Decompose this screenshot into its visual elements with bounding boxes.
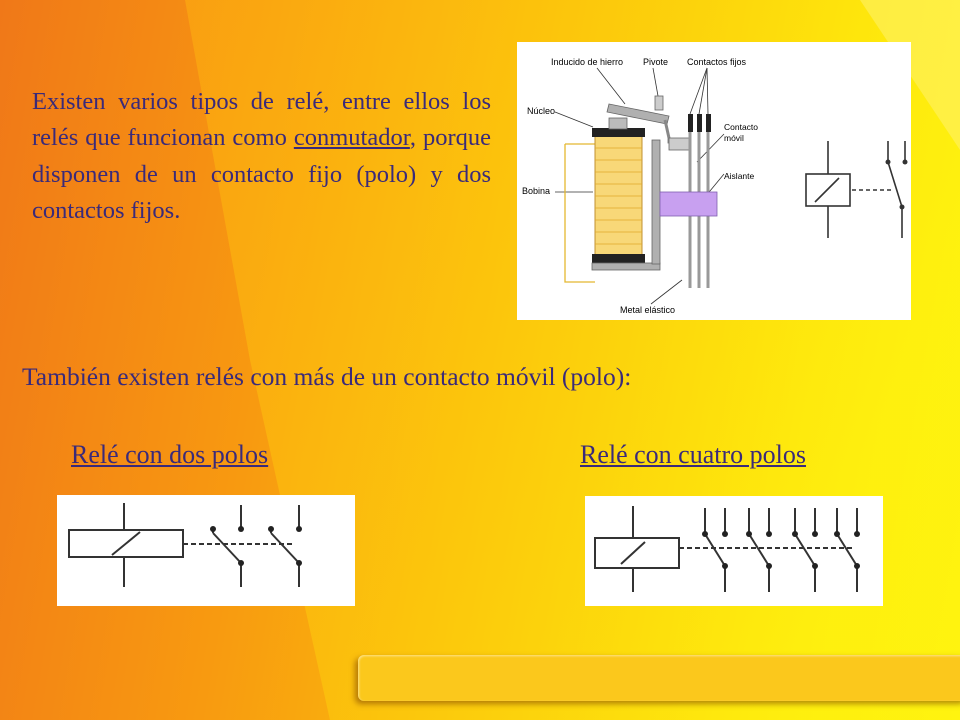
decorative-bottom-bar	[358, 655, 960, 701]
two-pole-relay-symbol	[68, 503, 302, 587]
label-contactos-fijos: Contactos fijos	[687, 57, 747, 67]
subtitle: También existen relés con más de un cont…	[22, 362, 632, 391]
relay-diagram-image: Inducido de hierro Pivote Contactos fijo…	[517, 42, 911, 320]
label-four-poles[interactable]: Relé con cuatro polos	[580, 440, 806, 469]
label-aislante: Aislante	[724, 171, 755, 181]
two-pole-relay-image	[57, 495, 355, 606]
relay-diagram: Inducido de hierro Pivote Contactos fijo…	[522, 57, 908, 315]
label-pivote: Pivote	[643, 57, 668, 67]
label-two-poles[interactable]: Relé con dos polos	[71, 440, 269, 469]
label-movil: móvil	[724, 133, 744, 143]
label-bobina: Bobina	[522, 186, 550, 196]
label-inducido: Inducido de hierro	[551, 57, 623, 67]
conmutador-link[interactable]: conmutador	[293, 124, 410, 152]
four-pole-relay-image	[585, 496, 883, 606]
label-nucleo: Núcleo	[527, 106, 555, 116]
label-contacto: Contacto	[724, 122, 758, 132]
four-pole-relay-symbol	[594, 506, 860, 592]
intro-paragraph: Existen varios tipos de relé, entre ello…	[32, 88, 491, 224]
label-metal: Metal elástico	[620, 305, 675, 315]
